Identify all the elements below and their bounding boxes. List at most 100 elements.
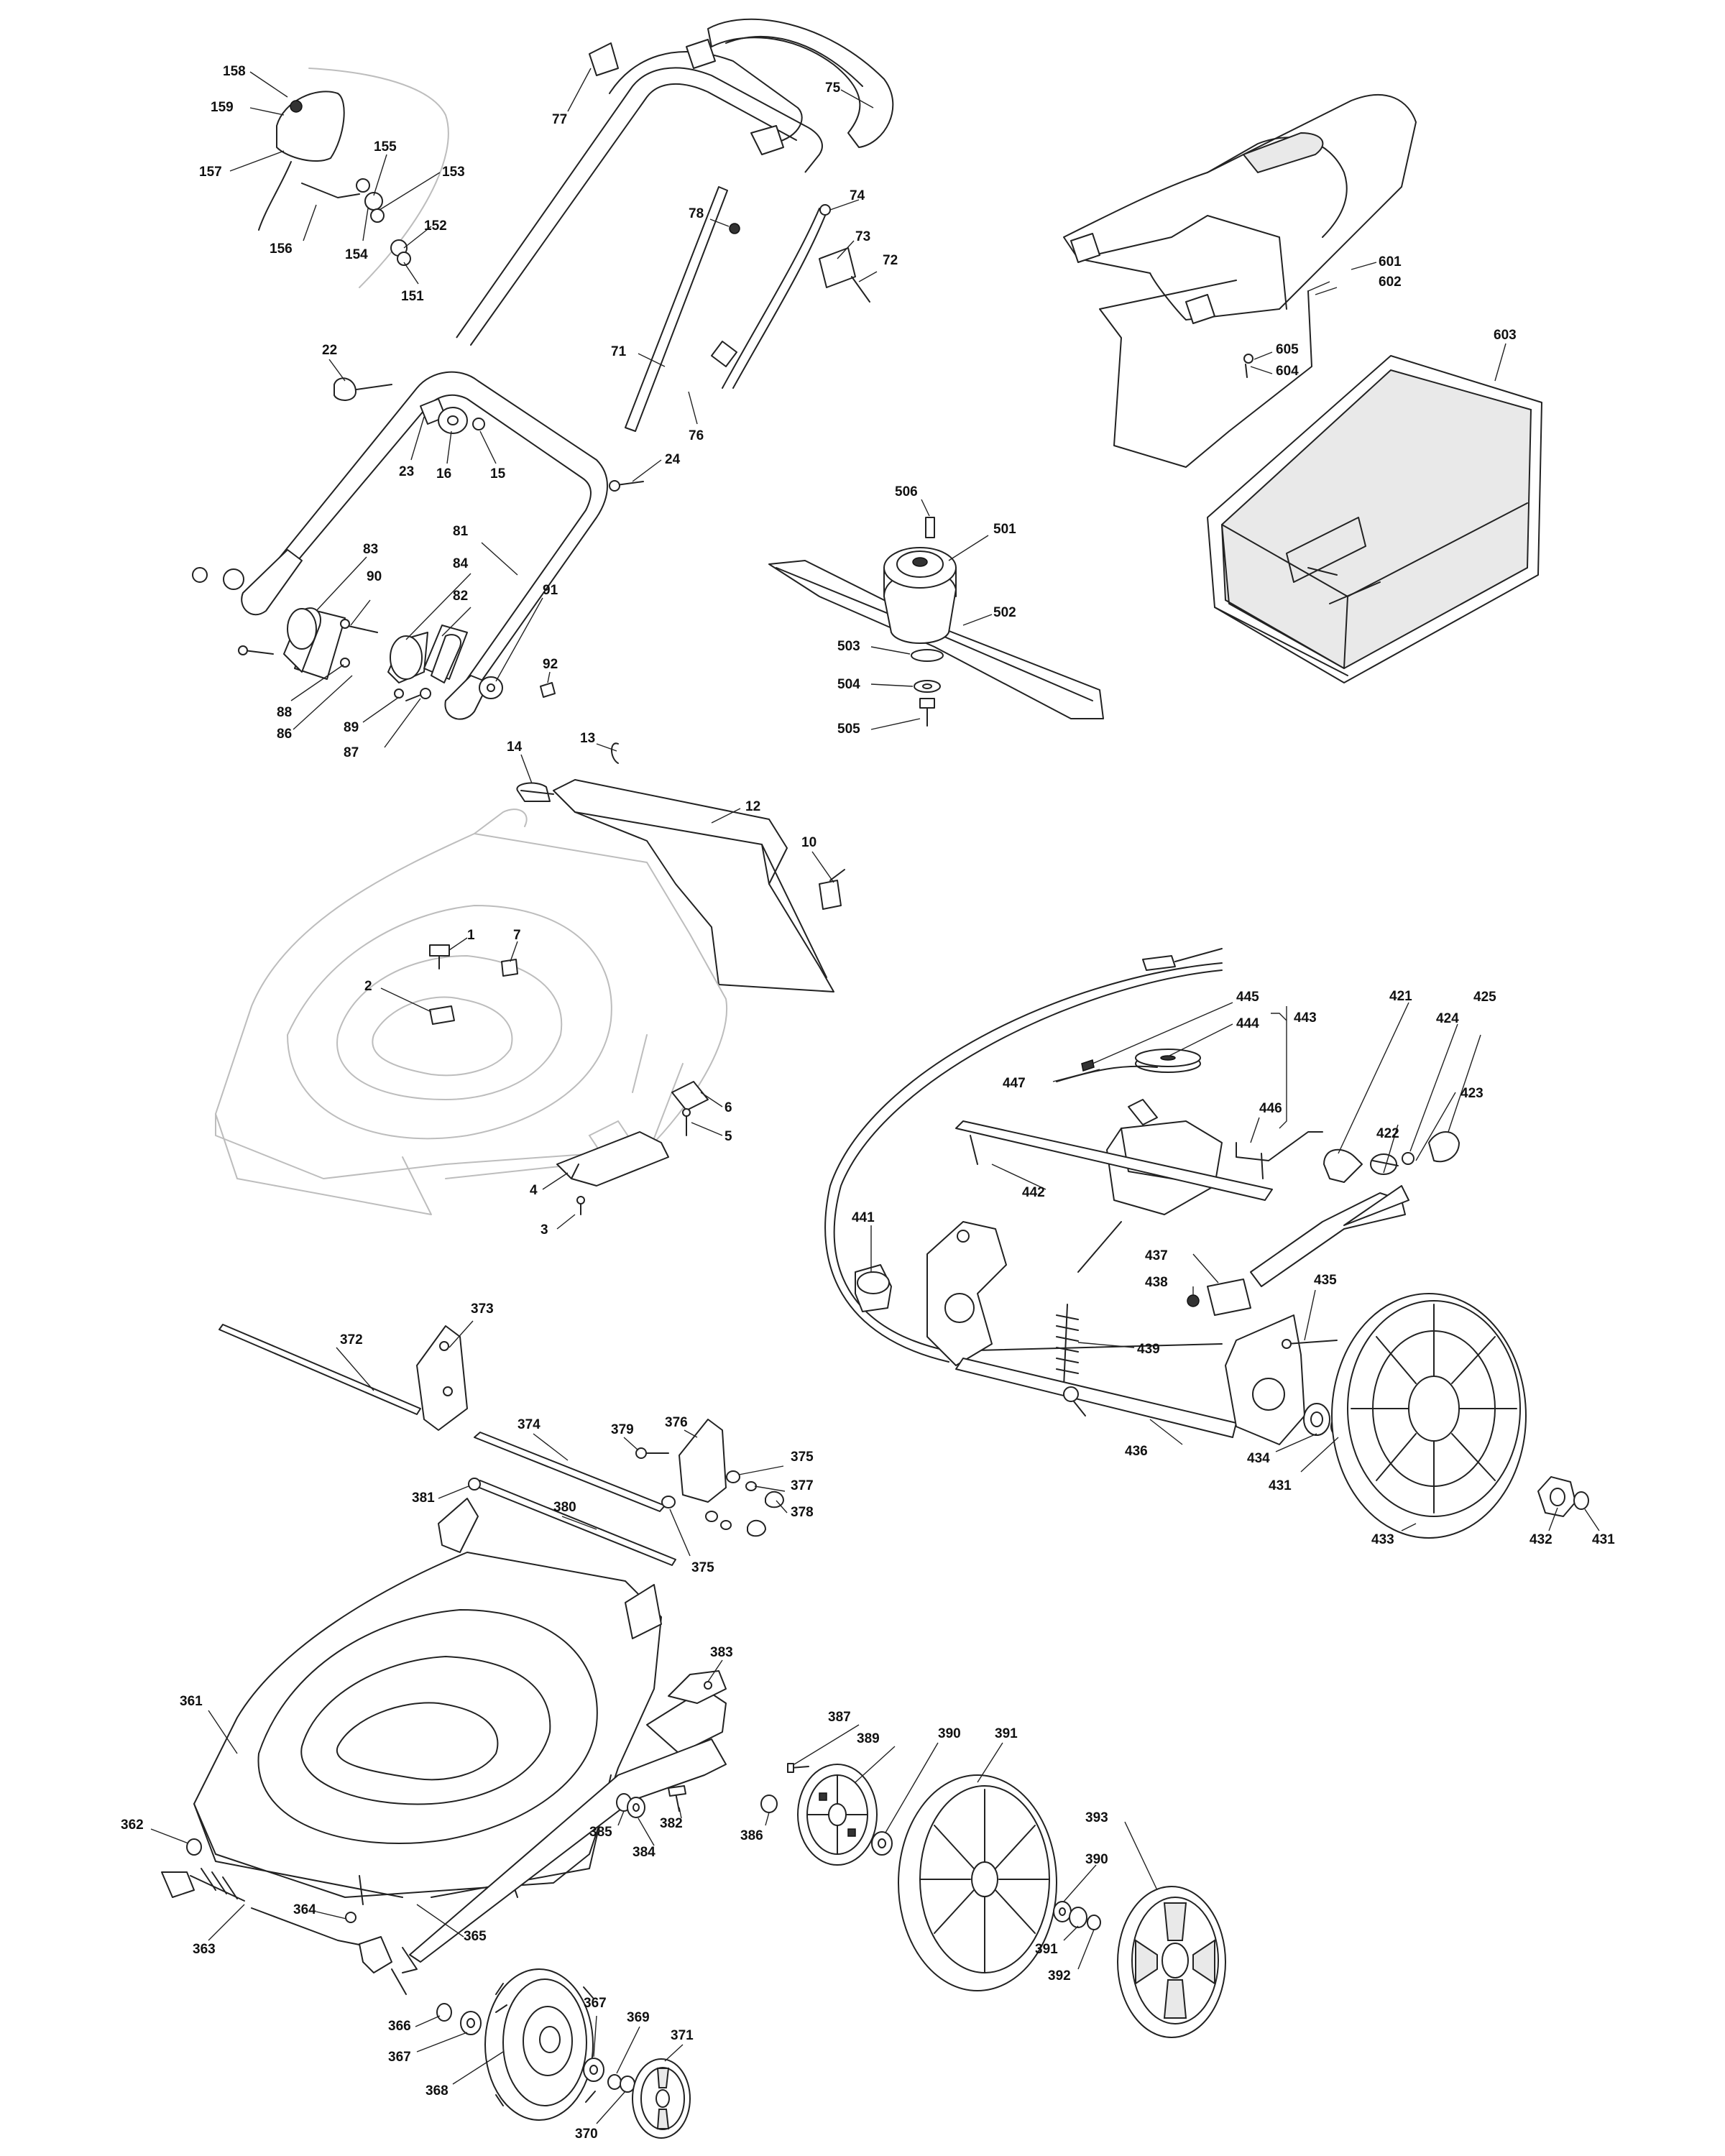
deck-lower-group — [161, 1324, 809, 1995]
callout-152: 152 — [424, 218, 447, 234]
front-wheel-group — [436, 1968, 691, 2139]
callout-431b: 431 — [1592, 1532, 1615, 1547]
callout-74: 74 — [850, 188, 865, 203]
callout-501: 501 — [993, 522, 1016, 537]
callout-13: 13 — [580, 731, 595, 746]
callout-84: 84 — [453, 556, 469, 571]
callout-421: 421 — [1389, 989, 1412, 1004]
callout-82: 82 — [453, 589, 468, 604]
callout-157: 157 — [199, 165, 222, 180]
callout-369: 369 — [627, 2010, 650, 2025]
rear-wheel-group — [797, 1764, 1226, 2038]
callout-503: 503 — [837, 639, 860, 654]
callout-377: 377 — [791, 1478, 814, 1493]
callout-362: 362 — [121, 1818, 144, 1833]
callout-87: 87 — [344, 745, 359, 760]
callout-381: 381 — [412, 1491, 435, 1506]
callout-89: 89 — [344, 720, 359, 735]
callout-90: 90 — [367, 569, 382, 584]
callout-506: 506 — [895, 484, 918, 499]
callout-7: 7 — [513, 928, 521, 943]
callout-12: 12 — [745, 799, 760, 814]
callout-604: 604 — [1276, 364, 1299, 379]
callout-425: 425 — [1473, 990, 1496, 1005]
callout-391b: 391 — [1035, 1942, 1058, 1957]
callout-71: 71 — [611, 344, 627, 359]
cable-control-lever-group — [258, 68, 449, 288]
callout-445: 445 — [1236, 990, 1259, 1005]
callout-374: 374 — [518, 1417, 540, 1432]
callout-361: 361 — [180, 1694, 203, 1709]
lower-handle-group — [192, 371, 644, 720]
blade-group — [768, 517, 1104, 727]
callout-77: 77 — [552, 112, 567, 127]
callout-367a: 367 — [584, 1996, 607, 2011]
callout-375a: 375 — [791, 1450, 814, 1465]
callout-386: 386 — [740, 1828, 763, 1843]
callout-504: 504 — [837, 677, 860, 692]
callout-92: 92 — [543, 657, 558, 672]
callout-390a: 390 — [938, 1726, 961, 1741]
grass-collector-group — [1063, 94, 1542, 683]
callout-444: 444 — [1236, 1016, 1259, 1031]
callout-6: 6 — [724, 1100, 732, 1115]
callout-434: 434 — [1247, 1451, 1270, 1466]
upper-handle-group — [456, 18, 894, 432]
callout-439: 439 — [1137, 1342, 1160, 1357]
callout-75: 75 — [825, 80, 841, 96]
callout-433: 433 — [1371, 1532, 1394, 1547]
callout-505: 505 — [837, 722, 860, 737]
callout-5: 5 — [724, 1129, 732, 1144]
callout-373: 373 — [471, 1302, 494, 1317]
callout-441: 441 — [852, 1210, 875, 1225]
callout-424: 424 — [1436, 1011, 1459, 1026]
callout-365: 365 — [464, 1929, 487, 1944]
callout-422: 422 — [1376, 1126, 1399, 1141]
callout-602: 602 — [1379, 275, 1402, 290]
callout-labels: 158 159 157 155 153 152 156 154 151 77 7… — [121, 64, 1615, 2142]
callout-423: 423 — [1460, 1086, 1484, 1101]
callout-72: 72 — [883, 253, 898, 268]
callout-384: 384 — [632, 1845, 656, 1860]
callout-370: 370 — [575, 2127, 598, 2142]
callout-601: 601 — [1379, 254, 1402, 270]
callout-375b: 375 — [691, 1560, 714, 1575]
leader-lines — [150, 68, 1600, 2124]
callout-380: 380 — [553, 1500, 576, 1515]
callout-387: 387 — [828, 1710, 851, 1725]
callout-158: 158 — [223, 64, 246, 79]
callout-81: 81 — [453, 524, 469, 539]
callout-153: 153 — [442, 165, 465, 180]
callout-156: 156 — [270, 241, 293, 257]
callout-605: 605 — [1276, 342, 1299, 357]
callout-76: 76 — [689, 428, 704, 443]
callout-24: 24 — [665, 452, 681, 467]
callout-78: 78 — [689, 206, 704, 221]
callout-367b: 367 — [388, 2050, 411, 2065]
callout-442: 442 — [1022, 1185, 1045, 1200]
callout-372: 372 — [340, 1332, 363, 1348]
callout-502: 502 — [993, 605, 1016, 620]
callout-10: 10 — [801, 835, 816, 850]
callout-382: 382 — [660, 1816, 683, 1831]
callout-83: 83 — [363, 542, 378, 557]
callout-436: 436 — [1125, 1444, 1148, 1459]
callout-1: 1 — [467, 928, 475, 943]
callout-159: 159 — [211, 100, 234, 115]
callout-435: 435 — [1314, 1273, 1337, 1288]
callout-389: 389 — [857, 1731, 880, 1746]
callout-379: 379 — [611, 1422, 634, 1437]
callout-432: 432 — [1530, 1532, 1552, 1547]
callout-3: 3 — [540, 1222, 548, 1238]
callout-366: 366 — [388, 2019, 411, 2034]
callout-15: 15 — [490, 466, 506, 482]
callout-378: 378 — [791, 1505, 814, 1520]
callout-392: 392 — [1048, 1968, 1071, 1984]
callout-383: 383 — [710, 1645, 733, 1660]
callout-447: 447 — [1003, 1076, 1026, 1091]
callout-154: 154 — [345, 247, 368, 262]
deck-fixings-group — [429, 944, 709, 1215]
callout-88: 88 — [277, 705, 292, 720]
callout-73: 73 — [855, 229, 870, 244]
